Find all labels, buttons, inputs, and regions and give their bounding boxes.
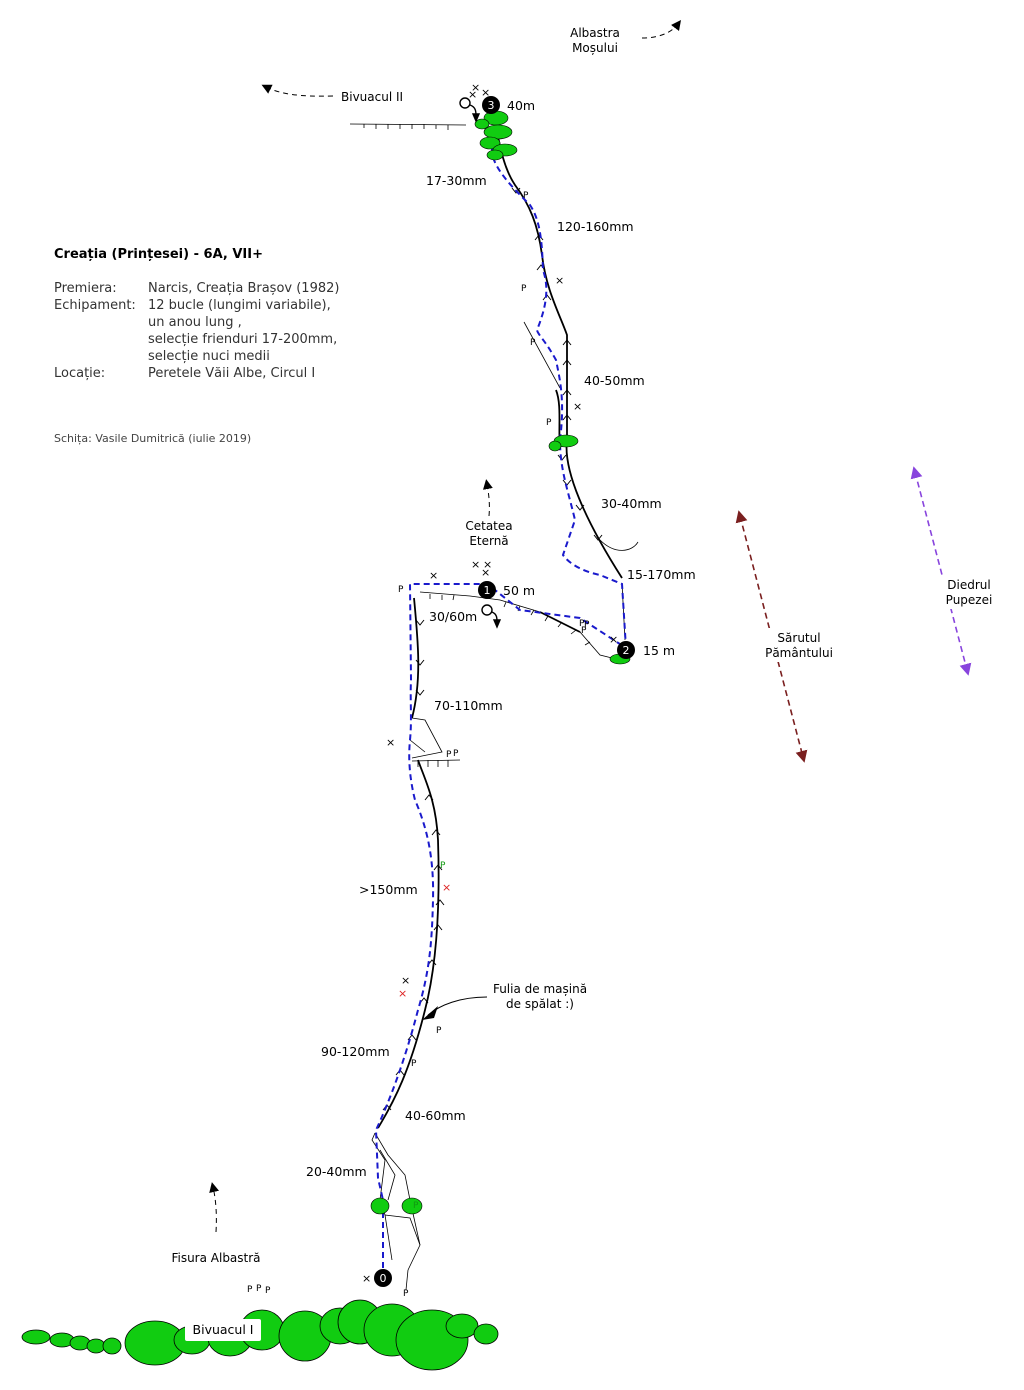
gear-size-label: 70-110mm [434,698,503,713]
sarutul-pamantului-annotation: Sărutul Pământului [735,510,842,763]
belay-1-length: 50 m [503,583,535,598]
svg-text:P: P [446,750,452,760]
svg-text:2: 2 [623,644,630,657]
svg-text:P: P [523,191,529,201]
svg-text:×: × [483,558,492,571]
route-title: Creația (Prințesei) - 6A, VII+ [54,247,263,262]
cross-markers: × × × × × × × × × × × × × × × [362,81,618,1285]
svg-text:×: × [442,881,451,894]
info-value: Narcis, Creația Brașov (1982) [148,281,340,296]
gear-size-label: 120-160mm [557,219,634,234]
route-vegetation [370,110,631,1215]
svg-text:×: × [609,633,618,646]
svg-text:P: P [453,749,459,759]
gear-size-label: >150mm [359,882,418,897]
info-value: Peretele Văii Albe, Circul I [148,366,316,381]
belay-1: 1 [478,581,496,599]
svg-text:de spălat :): de spălat :) [506,997,574,1011]
svg-text:P: P [581,626,587,636]
belay-3: 3 [482,96,500,114]
gear-size-label: 40-50mm [584,373,645,388]
svg-text:P: P [398,585,404,595]
piton-markers: P P P P P P P P P P P P P P P P P P [247,191,590,1299]
gear-size-label: 30-40mm [601,496,662,511]
svg-text:×: × [398,987,407,1000]
cetatea-eterna-annotation: Cetatea Eternă [465,479,513,548]
rappel-ring-mid [481,604,502,629]
svg-text:Albastra: Albastra [570,26,620,40]
svg-text:P: P [256,1284,262,1294]
svg-text:×: × [386,736,395,749]
svg-text:×: × [481,566,490,579]
svg-text:×: × [555,274,564,287]
svg-text:P: P [265,1286,271,1296]
gear-size-label: 90-120mm [321,1044,390,1059]
info-value: 12 bucle (lungimi variabile), [148,298,331,313]
svg-text:0: 0 [380,1272,387,1285]
belay-2-length: 15 m [643,643,675,658]
svg-text:1: 1 [484,584,491,597]
route-info-table: Premiera: Narcis, Creația Brașov (1982) E… [54,280,339,382]
svg-text:×: × [468,88,477,101]
svg-text:×: × [471,81,480,94]
svg-text:P: P [403,1289,409,1299]
svg-text:×: × [573,400,582,413]
svg-text:Eternă: Eternă [469,534,508,548]
svg-text:P: P [521,284,527,294]
gear-size-label: 40-60mm [405,1108,466,1123]
svg-text:Pupezei: Pupezei [946,593,993,607]
albastra-mosului-annotation: Albastra Moșului [570,20,682,55]
svg-text:×: × [362,1272,371,1285]
svg-text:×: × [481,86,490,99]
svg-text:Bivuacul II: Bivuacul II [341,90,403,104]
svg-text:P: P [579,619,585,629]
svg-text:3: 3 [488,99,495,112]
svg-text:P: P [247,1285,253,1295]
route-line [374,109,628,1278]
fulia-annotation: Fulia de mașină de spălat :) [422,982,587,1020]
fisura-albastra-annotation: Fisura Albastră [171,1182,261,1265]
svg-text:Pământului: Pământului [765,646,833,660]
gear-size-label: 15-170mm [627,567,696,582]
diedrul-pupezei-annotation: Diedrul Pupezei [910,466,994,676]
gear-size-label: 30/60m [429,609,477,624]
svg-text:Cetatea: Cetatea [465,519,512,533]
svg-text:P: P [436,1026,442,1036]
svg-text:P: P [413,1201,419,1211]
gear-size-label: 20-40mm [306,1164,367,1179]
svg-text:P: P [530,338,536,348]
bivuac1-label: Bivuacul I [185,1319,261,1341]
svg-text:×: × [471,558,480,571]
info-key: Premiera: [54,281,117,296]
info-key [54,314,148,331]
svg-text:×: × [429,569,438,582]
belay-2: 2 [617,641,635,659]
svg-text:P: P [584,620,590,630]
info-key [54,348,148,365]
info-value: un anou lung , [148,315,242,330]
svg-text:×: × [401,974,410,987]
sketch-author: Schița: Vasile Dumitrică (iulie 2019) [54,432,252,445]
info-key [54,331,148,348]
info-value: selecție nuci medii [148,349,270,364]
svg-text:Fisura Albastră: Fisura Albastră [171,1251,260,1265]
info-key: Echipament: [54,298,136,313]
gear-size-label: 17-30mm [426,173,487,188]
info-key: Locație: [54,366,106,381]
svg-text:P: P [411,1059,417,1069]
svg-text:P: P [440,861,446,871]
belay-3-length: 40m [507,98,535,113]
svg-text:Fulia de mașină: Fulia de mașină [493,982,587,996]
svg-text:Moșului: Moșului [572,41,618,55]
route-info: Creația (Prințesei) - 6A, VII+ Premiera:… [54,246,339,382]
belay-0: 0 [374,1269,392,1287]
crack-chevrons [382,187,603,1111]
bivuac2-annotation: Bivuacul II [261,84,403,104]
svg-text:P: P [546,418,552,428]
svg-text:Diedrul: Diedrul [947,578,990,592]
svg-text:Sărutul: Sărutul [777,631,820,645]
info-value: selecție frienduri 17-200mm, [148,332,338,347]
rappel-ring-top [459,97,481,123]
